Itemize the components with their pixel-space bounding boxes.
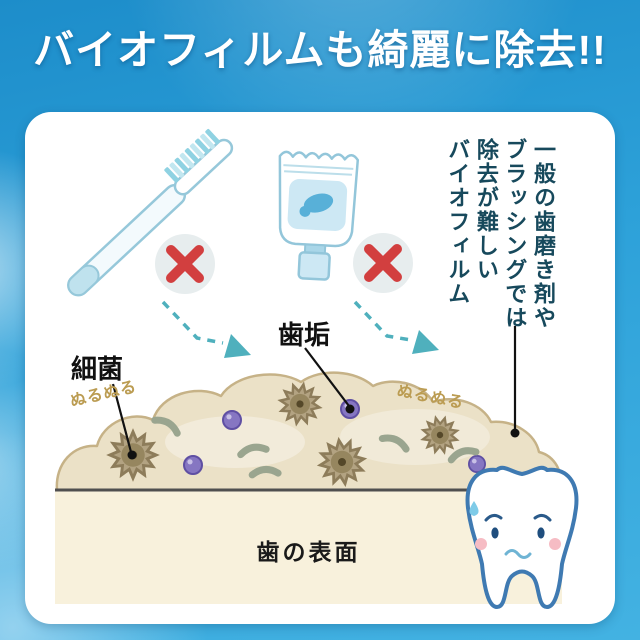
sad-tooth-icon bbox=[465, 465, 579, 609]
vertical-caption: 一般の歯磨き剤や ブラッシングでは 除去が難しい バイオフィルム bbox=[445, 138, 556, 330]
sweat-drop-icon bbox=[469, 501, 479, 516]
purple-germ-icon bbox=[222, 410, 242, 430]
page-title: バイオフィルムも綺麗に除去!! bbox=[33, 27, 607, 73]
toothbrush-bristles bbox=[164, 129, 220, 183]
dashed-arrow-left-icon bbox=[161, 300, 251, 358]
dashed-arrow-right-icon bbox=[353, 300, 439, 354]
toothpaste-label-art bbox=[299, 193, 334, 217]
illustration-card: 一般の歯磨き剤や ブラッシングでは 除去が難しい バイオフィルム 細菌 歯垢 ぬ… bbox=[25, 112, 615, 624]
label-bacteria: 細菌 bbox=[71, 354, 124, 384]
toothpaste-icon bbox=[278, 150, 360, 281]
tooth-surface-label: 歯の表面 bbox=[256, 539, 361, 565]
purple-germ-icon bbox=[183, 455, 203, 475]
no-symbol-icon bbox=[155, 234, 215, 294]
pointer-bacteria bbox=[111, 383, 137, 460]
toothbrush-icon bbox=[67, 129, 234, 297]
label-plaque: 歯垢 bbox=[278, 320, 331, 350]
pointer-plaque bbox=[304, 347, 355, 414]
illustration-canvas bbox=[55, 129, 579, 609]
pointer-biofilm bbox=[510, 326, 520, 438]
no-symbol-icon bbox=[353, 233, 413, 293]
